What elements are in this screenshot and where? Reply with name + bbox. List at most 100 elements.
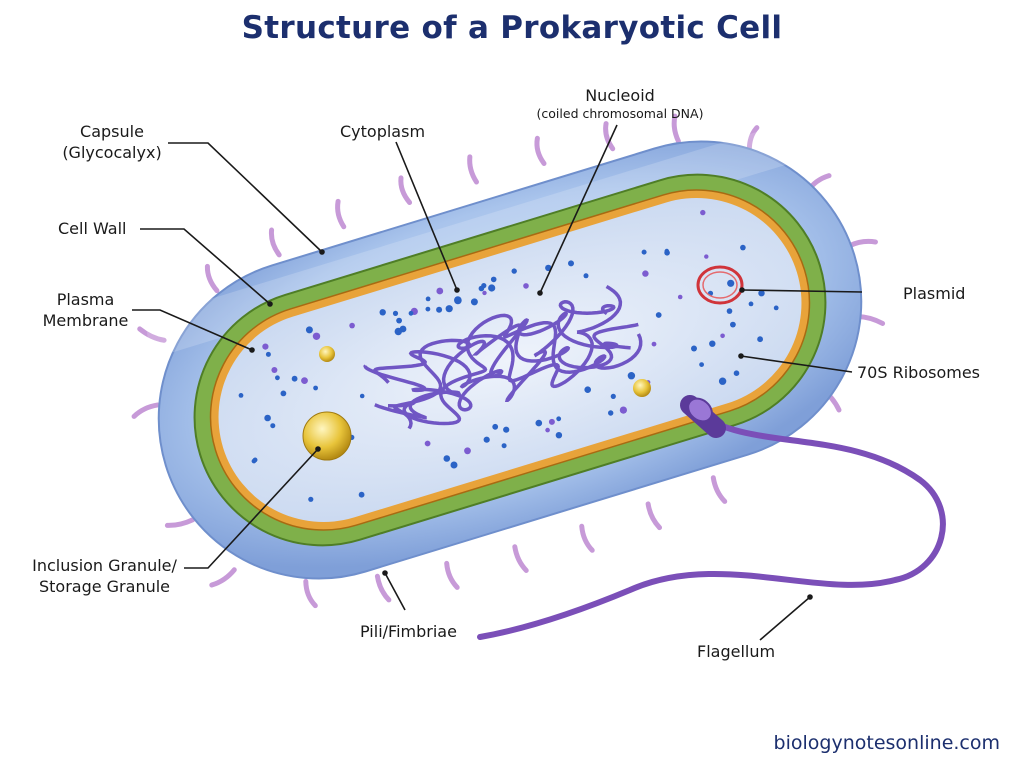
- ribosome: [359, 393, 365, 399]
- ribosome: [396, 317, 402, 324]
- dna-strand: [363, 311, 631, 412]
- ribosome: [312, 332, 321, 340]
- ribosome: [773, 305, 779, 311]
- ribosome: [313, 385, 318, 391]
- ribosome: [584, 386, 591, 394]
- ribosome: [677, 294, 683, 300]
- leader-lines: [132, 124, 863, 641]
- ribosome: [291, 375, 298, 382]
- ribosome: [535, 419, 543, 427]
- ribosome: [392, 310, 399, 316]
- ribosome: [501, 443, 507, 449]
- ribosome: [733, 370, 740, 377]
- label-nucleoid-title: Nucleoid: [585, 86, 655, 105]
- ribosome: [349, 322, 355, 329]
- ribosome: [425, 296, 431, 302]
- ribosome: [271, 367, 278, 373]
- ribosome: [478, 285, 485, 292]
- ribosome: [470, 298, 478, 306]
- inclusion-granule: [302, 411, 352, 461]
- ribosome: [308, 496, 314, 502]
- ribosome: [619, 406, 628, 414]
- ribosome: [740, 244, 746, 251]
- ribosome: [424, 440, 431, 447]
- diagram-title: Structure of a Prokaryotic Cell: [241, 10, 783, 46]
- ribosome: [503, 426, 510, 433]
- ribosome: [655, 312, 662, 318]
- label-flagellum: Flagellum: [697, 642, 776, 661]
- ribosome: [454, 296, 462, 304]
- ribosome: [758, 290, 765, 297]
- leader-cytoplasm: [395, 141, 458, 291]
- ribosome: [394, 327, 402, 336]
- ribosome: [548, 418, 555, 425]
- ribosome: [490, 276, 497, 283]
- label-pili: Pili/Fimbriae: [360, 622, 457, 641]
- dot-inclusion: [315, 446, 321, 452]
- ribosome: [301, 377, 308, 384]
- dot-plasmid: [739, 287, 745, 293]
- ribosome: [379, 309, 386, 316]
- flagellum: [477, 415, 946, 640]
- leader-cell-wall: [140, 228, 271, 305]
- ribosome: [483, 436, 490, 443]
- leader-plasmid: [741, 289, 863, 293]
- ribosome: [408, 310, 414, 316]
- ribosome: [445, 305, 453, 313]
- dot-plasma-membrane: [249, 347, 255, 353]
- cytoplasm: [218, 197, 802, 523]
- granule-small-1: [319, 346, 335, 362]
- label-plasma-membrane-line2: Membrane: [42, 311, 129, 330]
- ribosome: [583, 273, 589, 279]
- dot-cytoplasm: [454, 287, 460, 293]
- ribosome: [482, 290, 487, 296]
- ribosome: [727, 279, 735, 287]
- ribosome: [641, 249, 647, 255]
- ribosome: [699, 362, 704, 367]
- ribosome: [748, 301, 754, 307]
- leader-dots: [249, 249, 813, 600]
- ribosome: [492, 423, 499, 430]
- dot-cell-wall: [267, 301, 273, 307]
- ribosome: [262, 343, 269, 350]
- leader-capsule: [168, 142, 323, 253]
- ribosome: [523, 283, 529, 289]
- ribosome: [691, 345, 697, 352]
- ribosome: [704, 254, 709, 259]
- leader-nucleoid: [539, 124, 618, 294]
- ribosome: [436, 306, 443, 313]
- ribosome: [730, 321, 736, 328]
- dna-strand: [372, 300, 616, 402]
- label-ribosomes: 70S Ribosomes: [857, 363, 980, 382]
- ribosome: [265, 351, 271, 357]
- ribosome: [511, 268, 517, 274]
- ribosome: [450, 461, 458, 469]
- ribosome: [642, 270, 649, 277]
- ribosome: [664, 250, 670, 256]
- label-plasma-membrane-line1: Plasma: [56, 290, 115, 309]
- ribosome: [610, 393, 616, 399]
- label-cell-wall: Cell Wall: [58, 219, 127, 238]
- ribosome: [275, 375, 280, 381]
- ribosome: [464, 447, 471, 455]
- plasmid-inner: [702, 271, 738, 299]
- ribosome: [252, 457, 258, 463]
- label-cytoplasm: Cytoplasm: [340, 122, 426, 141]
- label-capsule: Capsule (Glycocalyx): [52, 121, 172, 163]
- label-nucleoid-subtitle: (coiled chromosomal DNA): [536, 106, 704, 121]
- ribosome: [718, 377, 727, 385]
- ribosome: [425, 306, 431, 312]
- plasmid: [696, 265, 744, 305]
- dna-strand: [392, 284, 623, 430]
- ribosome: [264, 414, 271, 422]
- dna-strand: [374, 322, 639, 420]
- ribosome: [556, 416, 562, 422]
- label-inclusion-line1: Inclusion Granule/: [32, 556, 177, 575]
- dot-pili: [382, 570, 388, 576]
- nucleoid-dna: [363, 284, 643, 430]
- ribosome: [608, 410, 614, 416]
- ribosome: [726, 308, 733, 314]
- ribosome: [270, 423, 276, 429]
- leader-flagellum: [759, 596, 811, 641]
